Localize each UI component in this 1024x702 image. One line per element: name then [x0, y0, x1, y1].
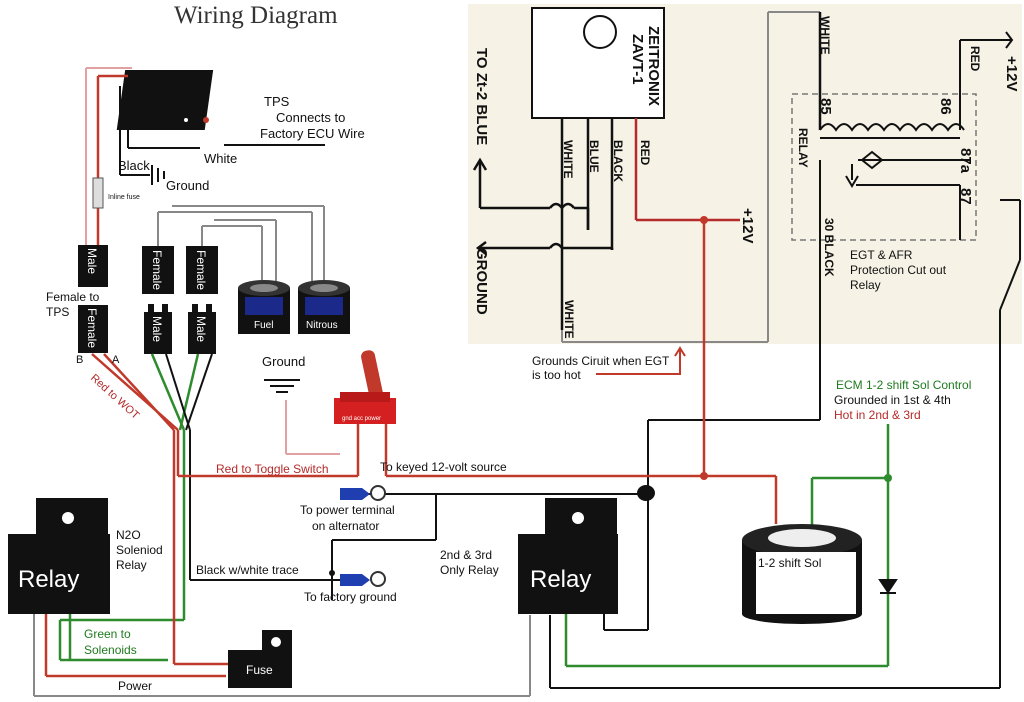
tps-black-label: Black [118, 158, 150, 173]
pin-b-label: B [76, 354, 84, 366]
tps-connects-line1: Connects to [276, 110, 346, 125]
inline-fuse-label: Inline fuse [108, 194, 140, 201]
nitrous-solenoid [298, 280, 350, 334]
tps-label: TPS [264, 94, 290, 109]
toggle-pins-label: gnd acc power [342, 416, 382, 422]
tps-male-label: Male [85, 248, 99, 275]
tps-male-connector [78, 245, 108, 287]
shift-sol-label: 1-2 shift Sol [758, 556, 822, 570]
zeitronix-name: ZEITRONIX [645, 26, 662, 107]
egt-relay-box [791, 93, 977, 241]
egt-red-label: RED [968, 46, 982, 72]
egt-white-label: WHITE [818, 16, 832, 55]
alternator-line1: To power terminal [300, 503, 395, 517]
to-zt2-label: TO Zt-2 BLUE [473, 48, 490, 146]
n2o-line2: Soleniod [116, 543, 163, 557]
red-to-toggle-label: Red to Toggle Switch [216, 462, 329, 476]
pin-87a: 87a [957, 148, 974, 174]
tps-ground-label: Ground [166, 178, 210, 193]
female-to-tps-line1: Female to [46, 290, 100, 304]
egt-desc-line3: Relay [850, 278, 881, 292]
zeitronix-blue-label: BLUE [587, 140, 601, 173]
second-relay-label: Relay [530, 566, 592, 593]
zeitronix-model: ZAVT-1 [629, 34, 646, 85]
egt-desc-line1: EGT & AFR [850, 248, 913, 262]
zeitronix-red-label: RED [638, 140, 652, 166]
tps-white-label: White [204, 151, 238, 166]
pin-30-black: 30 BLACK [822, 218, 836, 277]
nitrous-label: Nitrous [306, 320, 338, 331]
tps-female-connector [78, 305, 108, 353]
second-relay-line2: Only Relay [440, 563, 499, 577]
ecm-line1: ECM 1-2 shift Sol Control [836, 378, 972, 392]
toggle-switch [334, 350, 396, 424]
egt-relay-label: RELAY [796, 128, 810, 168]
pin-85: 85 [817, 98, 834, 115]
tps-female-label: Female [85, 308, 99, 349]
egt-desc-line2: Protection Cut out [850, 263, 947, 277]
fuel-solenoid [238, 280, 290, 334]
solenoid-female-2-label: Female [194, 250, 208, 291]
ecm-line2: Grounded in 1st & 4th [834, 393, 951, 407]
solenoid-male-1-label: Male [150, 316, 164, 343]
fuel-label: Fuel [254, 320, 274, 331]
female-to-tps-line2: TPS [46, 305, 70, 319]
zeitronix-white-label: WHITE [561, 140, 575, 179]
tps-sensor [116, 70, 214, 130]
ground-arrow-label: GROUND [473, 248, 490, 315]
n2o-line1: N2O [116, 528, 141, 542]
green-to-line2: Solenoids [84, 643, 137, 657]
zeitronix-white2-label: WHITE [562, 300, 576, 339]
alternator-line2: on alternator [312, 519, 380, 533]
zeitronix-12v-label: +12V [739, 208, 756, 244]
module-hole [583, 15, 617, 49]
fuse [228, 630, 292, 688]
egt-12v-label: +12V [1003, 56, 1020, 92]
factory-ground-label: To factory ground [304, 590, 397, 604]
zeitronix-black-label: BLACK [611, 140, 625, 182]
second-relay-line1: 2nd & 3rd [440, 548, 493, 562]
n2o-line3: Relay [116, 558, 147, 572]
keyed-source-label: To keyed 12-volt source [380, 460, 507, 474]
toggle-ground-label: Ground [262, 354, 306, 369]
tps-connects-line2: Factory ECU Wire [260, 126, 365, 141]
black-white-trace-label: Black w/white trace [196, 563, 299, 577]
diagram-title: Wiring Diagram [174, 2, 338, 29]
power-label: Power [118, 679, 153, 693]
n2o-relay [8, 498, 110, 614]
pin-a-label: A [112, 354, 120, 366]
grounds-line2: is too hot [532, 368, 581, 382]
green-to-line1: Green to [84, 627, 131, 641]
grounds-line1: Grounds Ciruit when EGT [532, 354, 670, 368]
n2o-relay-label: Relay [18, 566, 80, 593]
solenoid-female-1-label: Female [150, 250, 164, 291]
shift-solenoid [742, 524, 862, 624]
pin-87: 87 [957, 188, 974, 205]
second-relay [518, 498, 618, 614]
solenoid-male-2-label: Male [194, 316, 208, 343]
ecm-line3: Hot in 2nd & 3rd [834, 408, 921, 422]
pin-86: 86 [937, 98, 954, 115]
fuse-label: Fuse [246, 663, 273, 677]
